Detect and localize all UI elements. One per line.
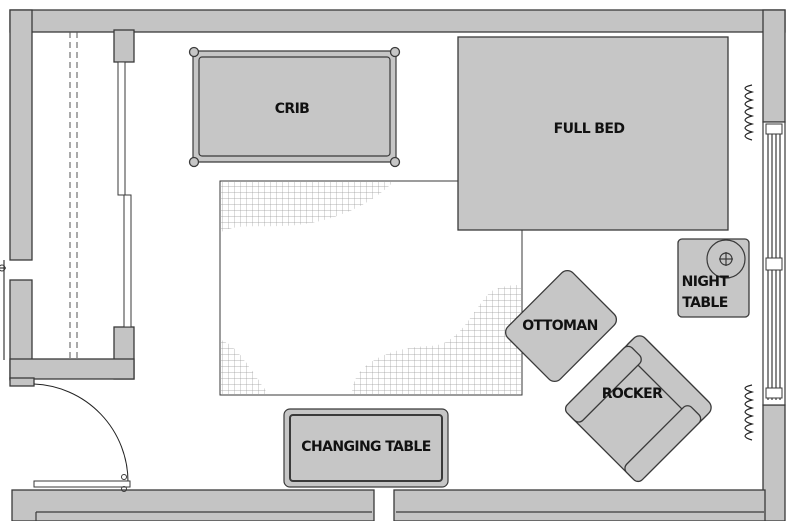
night-table: NIGHT TABLE <box>677 238 750 318</box>
crib-post-br <box>389 156 401 168</box>
bottom-wall-right <box>393 489 766 521</box>
door-jamb <box>9 377 35 387</box>
right-wall-upper <box>762 9 786 123</box>
right-wall-lower <box>762 404 786 521</box>
changing-table-label: CHANGING TABLE <box>301 439 430 455</box>
ottoman: OTTOMAN <box>504 269 618 383</box>
rocker <box>564 335 712 483</box>
crib-post-tr <box>389 46 401 58</box>
door-hinge <box>121 474 127 480</box>
door-swing-arc <box>33 383 129 483</box>
closet-door-upper <box>117 61 126 196</box>
top-wall <box>9 9 786 33</box>
crib-inner <box>198 56 391 157</box>
full-bed-shape <box>457 36 729 231</box>
full-bed-label: FULL BED <box>554 121 625 137</box>
rug-pattern-bottom-right <box>352 285 521 394</box>
rocker-arm-left <box>564 345 642 423</box>
full-bed: FULL BED <box>457 36 729 231</box>
door-stop <box>121 486 127 492</box>
lamp-outer-icon <box>706 239 746 279</box>
window <box>744 84 786 441</box>
rocker-arm-right <box>624 405 702 483</box>
changing-table: CHANGING TABLE <box>283 408 449 488</box>
crib-label: CRIB <box>275 101 310 117</box>
closet-door-lower <box>123 194 132 328</box>
closet <box>0 32 132 360</box>
walls <box>9 9 786 521</box>
window-latch-top <box>765 123 783 135</box>
closet-pillar-top <box>113 29 135 63</box>
left-wall-upper <box>9 9 33 261</box>
rocker-label: ROCKER <box>602 386 663 402</box>
crib-post-tl <box>188 46 200 58</box>
rocker-back <box>625 335 712 422</box>
rug-pattern-top <box>221 182 393 232</box>
door-leaf <box>33 480 131 488</box>
closet-knob <box>0 264 6 272</box>
night-table-label-line2: TABLE <box>682 295 727 311</box>
rug <box>219 180 523 396</box>
window-latch-bottom <box>765 387 783 399</box>
rug-pattern-bottom-left <box>221 340 268 394</box>
night-table-label-line1: NIGHT <box>682 274 730 290</box>
curtain-bottom <box>744 384 755 441</box>
ottoman-label: OTTOMAN <box>522 318 598 334</box>
curtain-top <box>744 84 755 141</box>
changing-table-inner <box>289 414 443 482</box>
ottoman-shape <box>504 269 618 383</box>
closet-header-wall <box>9 358 135 380</box>
crib: CRIB <box>188 46 401 168</box>
window-latch-middle <box>765 257 783 271</box>
bottom-wall-left <box>11 489 375 521</box>
crib-post-bl <box>188 156 200 168</box>
entry-door <box>33 383 131 492</box>
